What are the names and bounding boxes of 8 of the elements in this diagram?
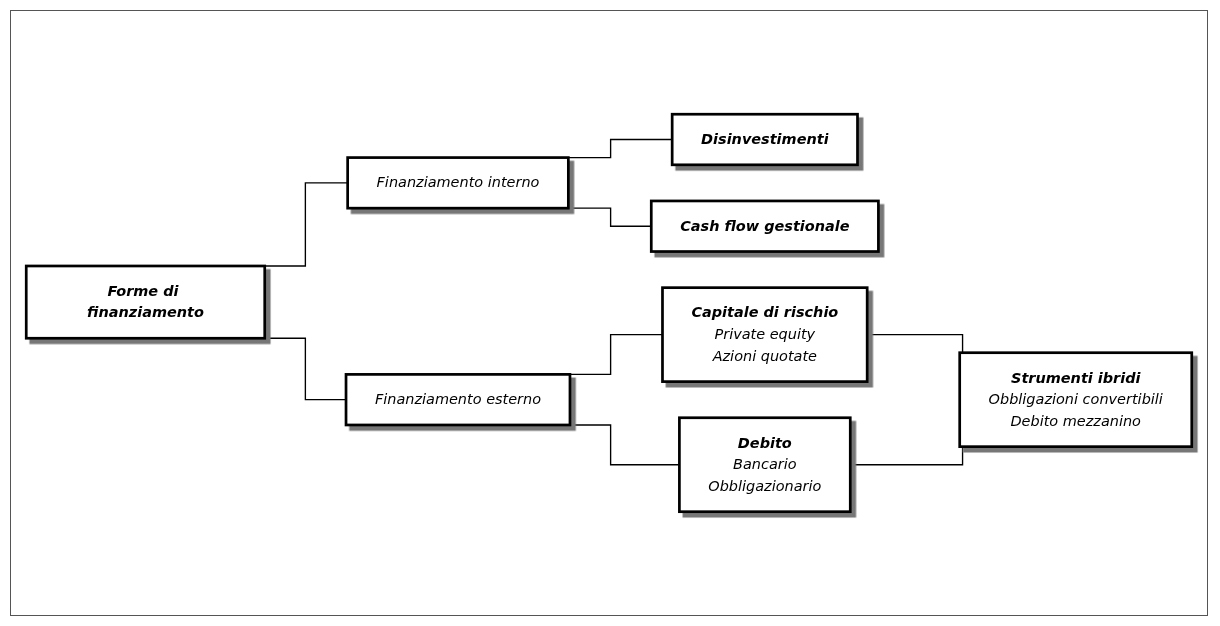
node-box: Capitale di rischio Private equity Azioni quotate xyxy=(661,286,869,383)
node-box: Strumenti ibridi Obbligazioni convertibili Debito mezzanino xyxy=(958,351,1194,449)
node-box: Finanziamento interno xyxy=(346,156,570,210)
node-box: Disinvestimenti xyxy=(670,112,859,167)
node-box: Forme di finanziamento xyxy=(24,264,267,340)
node-box: Cash flow gestionale xyxy=(649,199,880,253)
node-box: Finanziamento esterno xyxy=(344,373,572,427)
node-box: Debito Bancario Obbligazionario xyxy=(678,416,852,514)
